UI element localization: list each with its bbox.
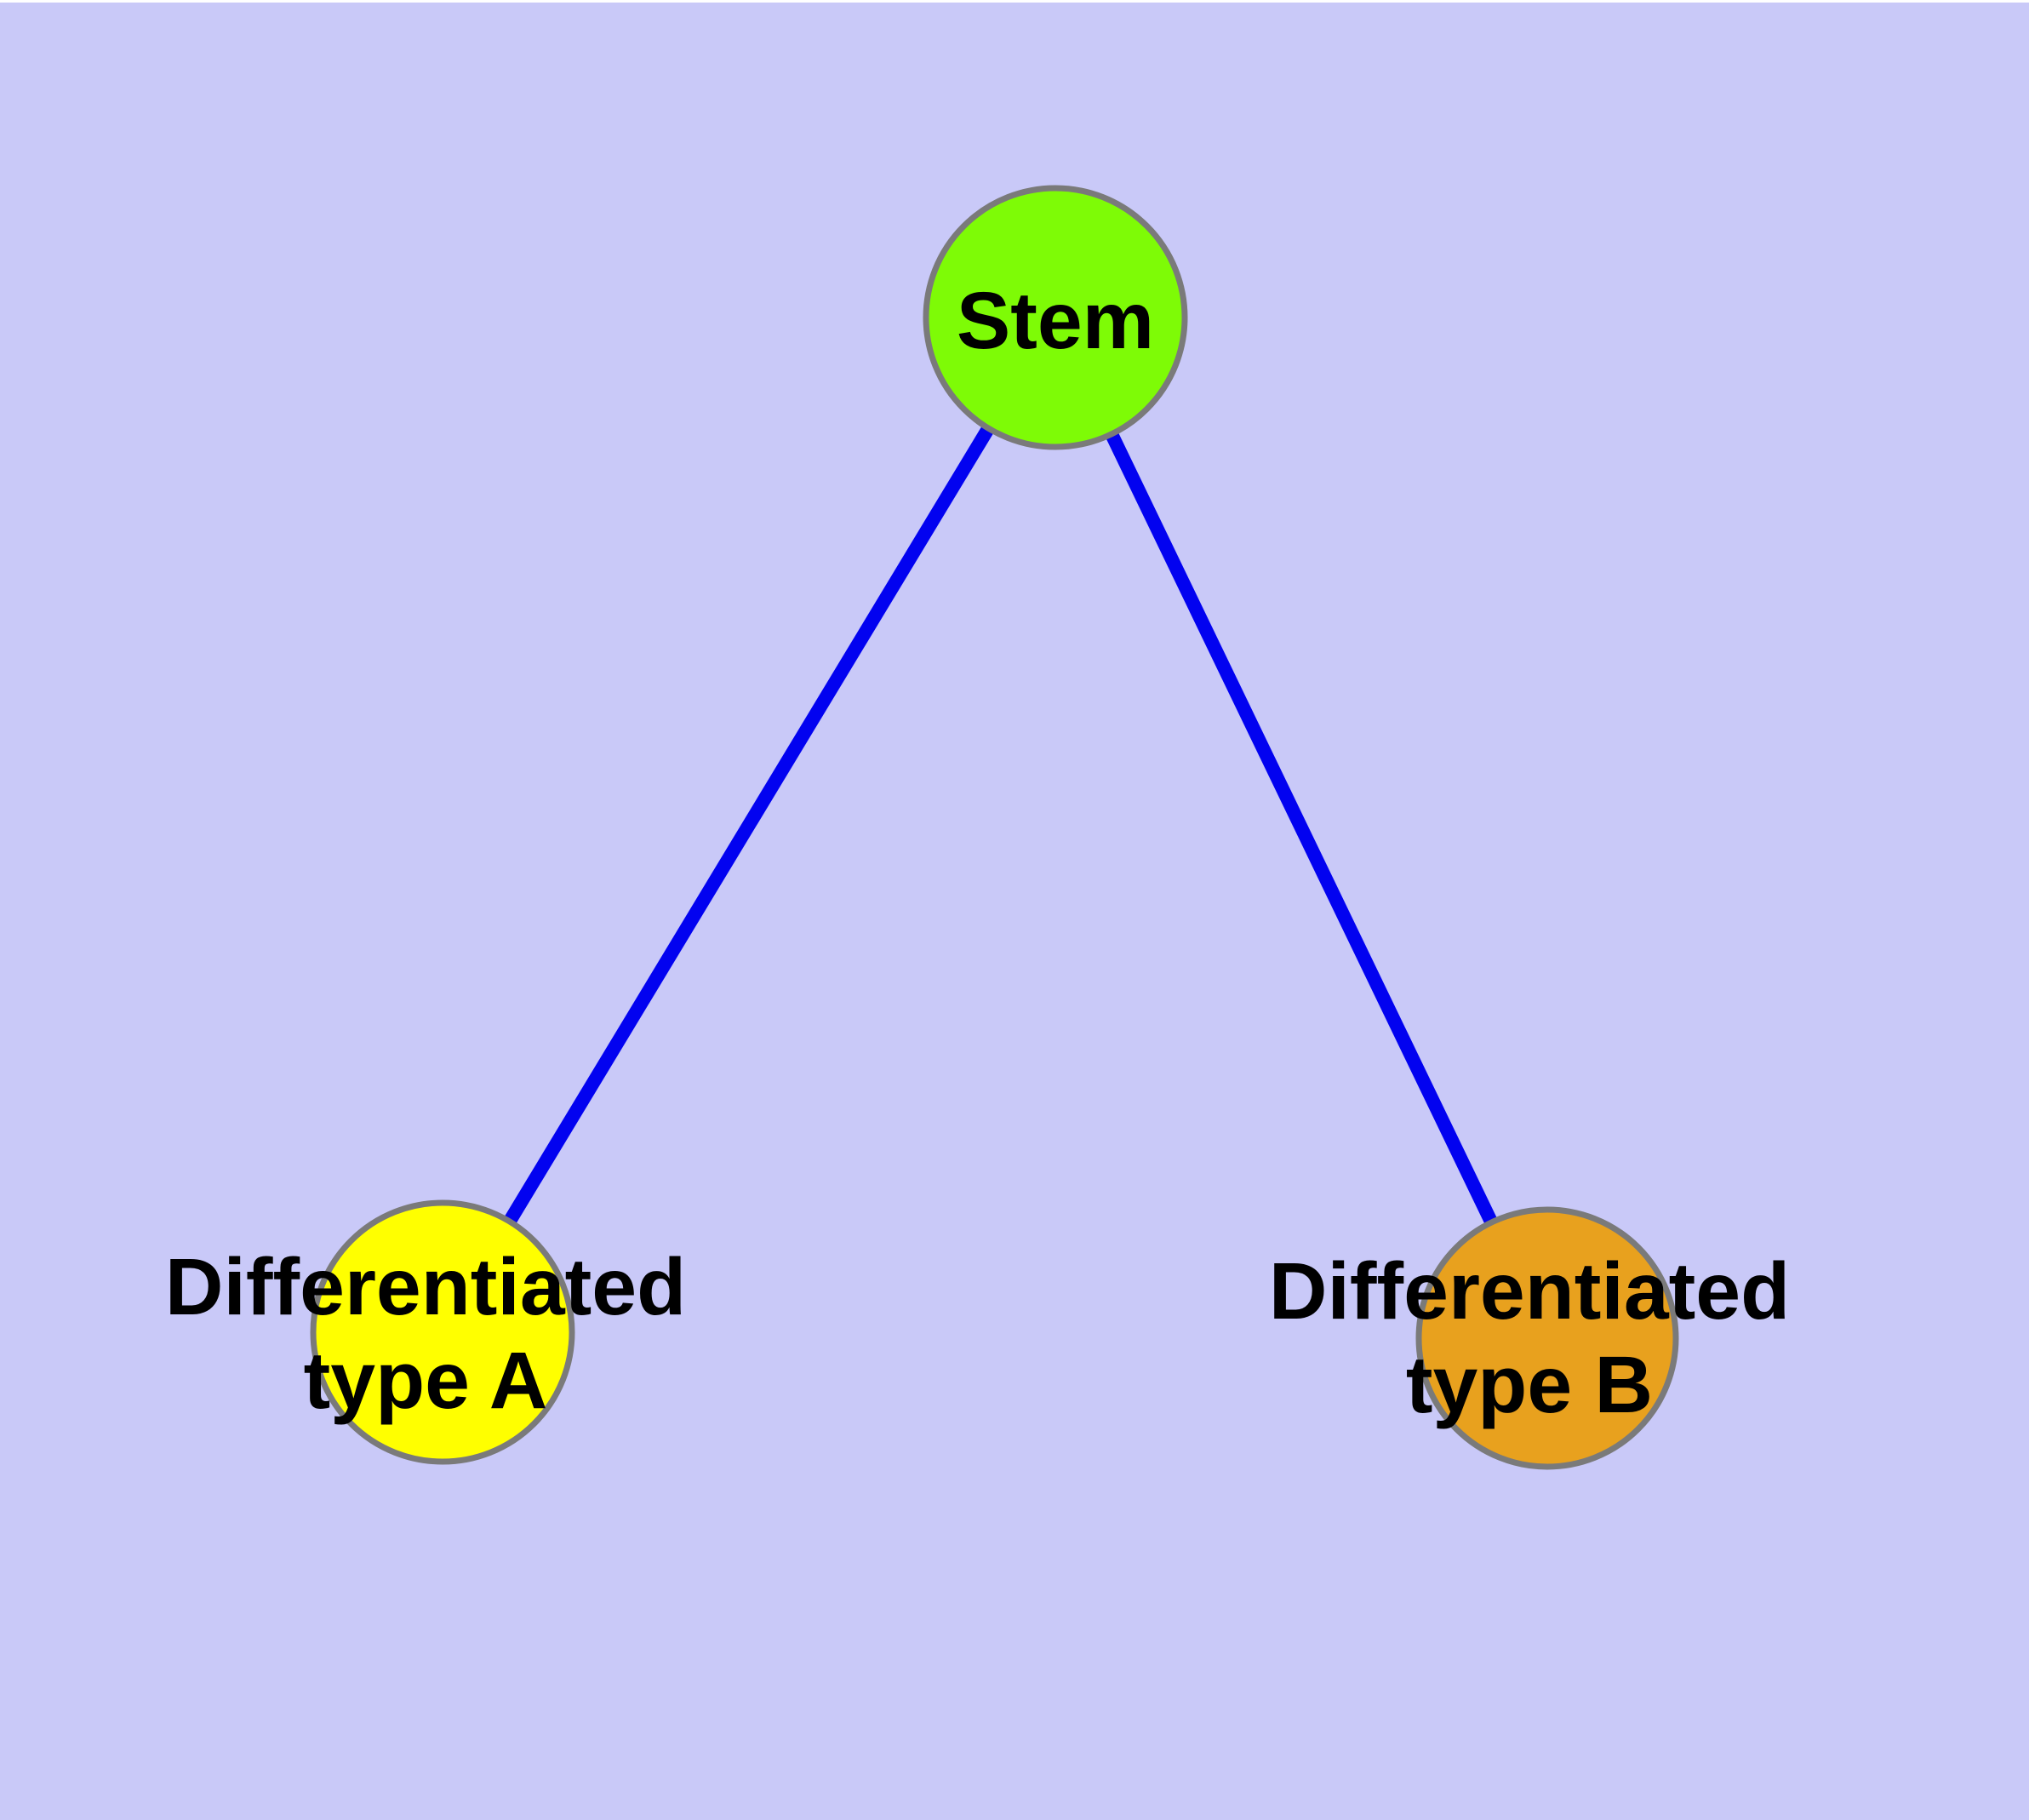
node-label-line: type A [303,1336,548,1426]
node-label-line: type B [1405,1340,1654,1430]
node-type-a-circle [310,1199,575,1465]
node-label-line: Differentiated [164,1242,687,1332]
node-label-line: Stem [956,276,1155,366]
node-stem-circle [923,185,1188,450]
node-label-line: Differentiated [1268,1246,1791,1336]
edge-stem-to-type-a [437,313,1061,1336]
node-stem-label: Stem [957,274,1154,368]
node-type-b-label: Differentiated type B [1269,1245,1790,1432]
node-type-b-circle [1415,1206,1679,1470]
edge-stem-to-type-b [1049,314,1554,1342]
node-type-a-label: Differentiated type A [165,1240,686,1428]
